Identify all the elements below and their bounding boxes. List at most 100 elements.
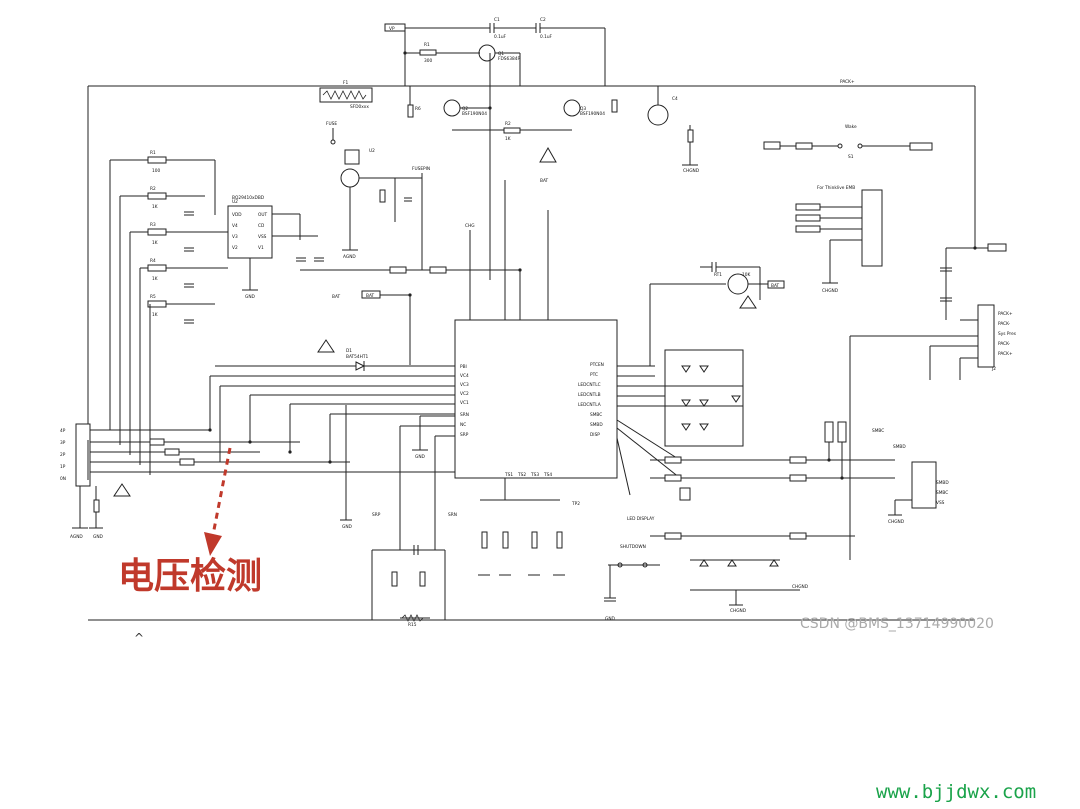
rt1-value: 10K (742, 272, 750, 278)
u2-v2-pin: V2 (232, 245, 238, 251)
smbus-section: SMBC SMBD SMBD SMBC VSS CHGND (650, 421, 949, 540)
led-3 (681, 399, 691, 407)
r2-label: R2 (505, 121, 511, 127)
pin-vc2: VC2 (460, 391, 469, 397)
q4-label: C4 (672, 96, 678, 102)
agnd-label-1: AGND (343, 254, 356, 260)
j2-label: J2 (991, 366, 996, 372)
tp2-label: TP2 (571, 501, 580, 507)
q1-label: Q1 (498, 51, 504, 57)
conn-pack-minus: PACK- (998, 321, 1011, 327)
u2-out-pin: OUT (258, 212, 268, 218)
voltage-detect-label: 电压检测 (118, 556, 262, 597)
chgnd-smb: CHGND (888, 519, 905, 525)
ic-gnd-1: GND (415, 454, 426, 460)
pin-disp: DISP (590, 432, 600, 438)
j1-pin-3p: 3P (60, 440, 66, 446)
c1-label: C1 (494, 17, 500, 23)
u2-gnd: GND (245, 294, 256, 300)
conn-smbd: SMBD (936, 480, 949, 486)
u2-v1-pin: V1 (258, 245, 264, 251)
c1-value: 0.1uF (494, 34, 507, 40)
pin-ptc: PTC (590, 372, 598, 378)
d1-value: BAT54HT1 (346, 354, 369, 360)
chgnd-thermal: CHGND (822, 288, 839, 294)
u2-bq29410-ic: U2 BQ29410xDBD VDD OUT V4 CD V3 VSS V2 V… (227, 195, 324, 300)
f1-value: SFD0xxx (350, 104, 369, 110)
j1-pin-1p: 1P (60, 464, 66, 470)
r6-label: R6 (415, 106, 421, 112)
pack-plus-label: PACK+ (840, 79, 855, 85)
c2-value: 0.1uF (540, 34, 553, 40)
sense-r-label: R15 (408, 622, 417, 628)
left-resistor-ladder: R1 100 R2 1K R3 1K R4 1K R5 1K (109, 150, 228, 475)
chg-label: CHG (465, 223, 475, 229)
u2-cd-pin: CD (258, 223, 265, 229)
pack-connector: PACK+ PACK- Sys Pres PACK- PACK+ J2 (849, 243, 1017, 560)
u2-label: U2 (232, 199, 238, 205)
caret-mark: ^ (134, 631, 144, 645)
ladder-caps (184, 211, 194, 324)
pin-srn: SRN (460, 412, 469, 418)
q3-label: Q3 (580, 106, 586, 112)
d1-diode (355, 361, 366, 371)
led-4 (699, 399, 709, 407)
u2-value: BQ29410xDBD (232, 195, 265, 201)
pin-vc3: VC3 (460, 382, 469, 388)
f1-label: F1 (343, 80, 348, 86)
left-connector-j1: 4P 3P 2P 1P 0N AGND GND (60, 376, 455, 540)
agnd-label-2: AGND (70, 534, 83, 540)
q2-label: Q2 (462, 106, 468, 112)
ladder-r4-id: R4 (150, 258, 156, 264)
gnd-j1: GND (93, 534, 104, 540)
pin-srp: SRP (460, 432, 469, 438)
ladder-r4-val: 1K (152, 276, 158, 282)
pin-vc1: VC1 (460, 400, 469, 406)
led-display-label: LED DISPLAY (627, 516, 655, 522)
thermal-header-label: For Thinklive EMB (817, 185, 855, 191)
led-1 (681, 365, 691, 373)
pin-ptcen: PTCEN (590, 362, 604, 368)
ladder-r3-val: 1K (152, 240, 158, 246)
pin-nc: NC (460, 422, 466, 428)
srn-label: SRN (448, 512, 457, 518)
pin-ts3: TS3 (530, 472, 539, 478)
conn-smbc: SMBC (936, 490, 948, 496)
bat-node: BAT BAT D1 BAT54HT1 (215, 290, 455, 371)
vp-line: VP C1 0.1uF C2 0.1uF R1 300 Q1 FDS6384P (384, 17, 606, 86)
d1-label: D1 (346, 348, 352, 354)
gnd-bottom-1: GND (342, 524, 353, 530)
q1-mosfet-symbol (478, 44, 496, 62)
pin-led3: LEDCNTLA (578, 402, 601, 408)
q6-label: U2 (369, 148, 375, 154)
bat-tag-2: BAT (771, 283, 780, 289)
warning-triangle-4 (739, 295, 757, 309)
pin-smbd: SMBD (590, 422, 603, 428)
site-url-footer: www.bjjdwx.com (876, 781, 1036, 803)
zener-2 (727, 559, 737, 567)
conn-pack-minus-2: PACK- (998, 341, 1011, 347)
thermal-header: For Thinklive EMB CHGND (795, 185, 883, 294)
ladder-r5-val: 1K (152, 312, 158, 318)
pin-led2: LEDCNTLB (578, 392, 601, 398)
q2-value: BSF190N04 (462, 111, 487, 117)
zener-1 (699, 559, 709, 567)
bat-tag: BAT (366, 293, 375, 299)
ladder-r2-val: 1K (152, 204, 158, 210)
led-5 (681, 423, 691, 431)
smbd-net-label: SMBD (893, 444, 906, 450)
u2-v4-pin: V4 (232, 223, 238, 229)
voltage-detect-annotation: 电压检测 (118, 447, 262, 597)
rt1-label: RT1 (714, 272, 722, 278)
q1-value: FDS6384P (498, 56, 520, 62)
warning-triangle-1 (539, 146, 557, 163)
warning-triangle-2 (317, 339, 335, 353)
u2-vdd-pin: VDD (232, 212, 242, 218)
q3-value: BSF190N04 (580, 111, 605, 117)
vp-label: VP (389, 26, 395, 32)
ladder-r1-val: 100 (152, 168, 160, 174)
wake-label: Wake (845, 124, 857, 130)
bat-det-label: BAT (540, 178, 549, 184)
rt1-thermistor: RT1 10K BAT (649, 262, 785, 366)
zener-3 (769, 559, 779, 567)
